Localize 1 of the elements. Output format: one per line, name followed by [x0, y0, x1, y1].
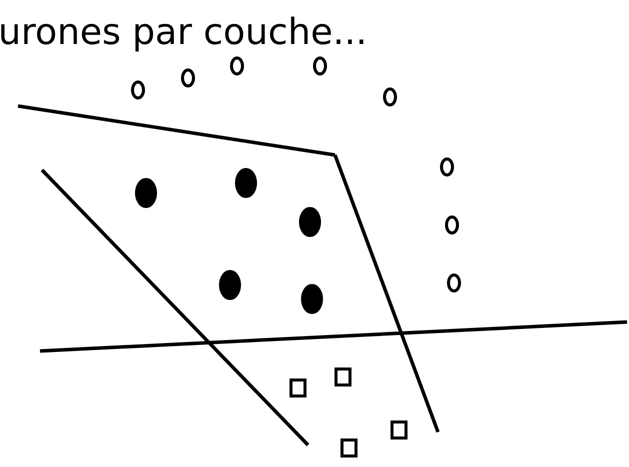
title: urones par couche...: [1, 16, 364, 52]
